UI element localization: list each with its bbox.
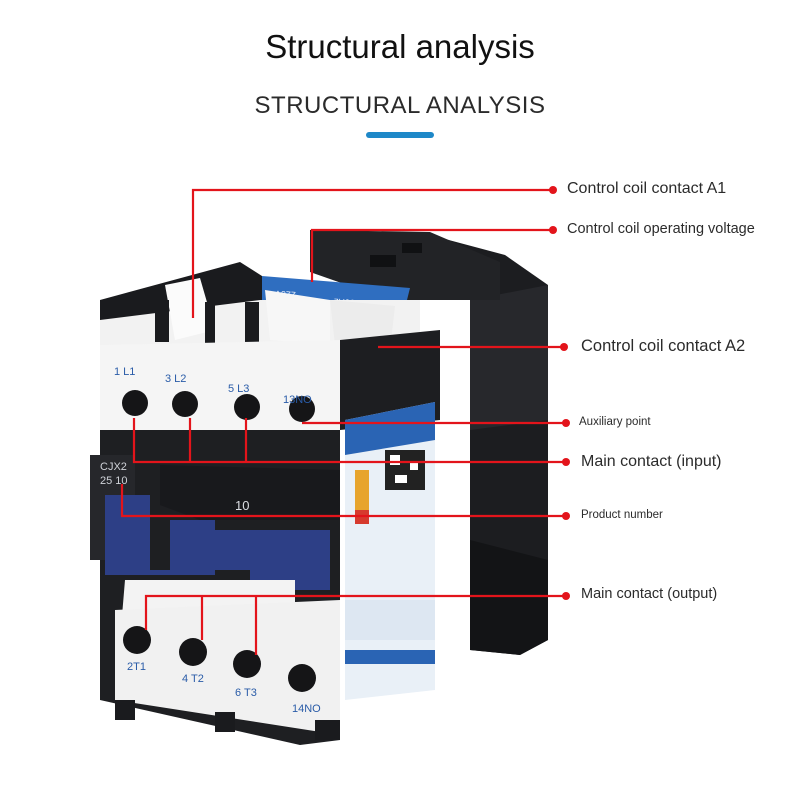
- leader-coil-a1: [191, 188, 553, 318]
- leader-lines: [120, 188, 566, 655]
- terminal-label-l1: 1 L1: [114, 366, 135, 378]
- terminal-label-l3: 5 L3: [228, 383, 249, 395]
- terminal-label-14no: 14NO: [292, 703, 321, 715]
- leader-main-input: [132, 418, 566, 464]
- leader-end-dots: [549, 186, 570, 600]
- model-code-text: 25 10: [100, 475, 128, 487]
- title-accent-bar: [366, 132, 434, 138]
- callout-coil-a1: Control coil contact A1: [567, 180, 727, 197]
- aux-code-text: 10: [235, 498, 249, 513]
- terminal-label-t2: 4 T2: [182, 673, 204, 685]
- callout-coil-a2: Control coil contact A2: [581, 337, 746, 355]
- terminal-label-t3: 6 T3: [235, 687, 257, 699]
- callout-product-number: Product number: [581, 509, 663, 521]
- callout-auxiliary: Auxiliary point: [579, 416, 651, 428]
- page-subtitle: STRUCTURAL ANALYSIS: [254, 92, 546, 119]
- contactor-device: 220V 50Hz M5 1 L1 3 L2 5 L3 13NO CJX2 25…: [90, 230, 548, 745]
- terminal-label-t1: 2T1: [127, 661, 146, 673]
- leader-main-output: [144, 594, 566, 655]
- terminal-label-13no: 13NO: [283, 394, 312, 406]
- leader-coil-voltage: [310, 228, 553, 282]
- page-title: Structural analysis: [265, 28, 535, 65]
- callout-main-input: Main contact (input): [581, 453, 722, 470]
- callout-coil-voltage: Control coil operating voltage: [567, 221, 755, 237]
- leader-product-number: [120, 484, 566, 518]
- model-text: CJX2: [100, 461, 127, 473]
- terminal-label-l2: 3 L2: [165, 373, 186, 385]
- callout-main-output: Main contact (output): [581, 586, 718, 602]
